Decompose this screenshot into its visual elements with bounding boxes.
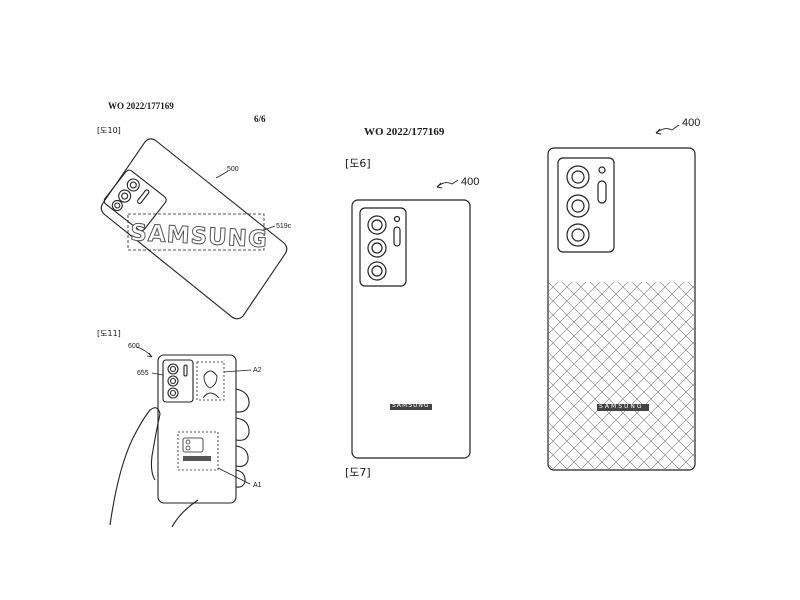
fig11-leader-655 (151, 372, 164, 376)
fig11-finger-2 (235, 417, 250, 441)
right-camera-module (557, 157, 615, 253)
fig6-camera-module (359, 207, 407, 287)
right-logo-text: SAMSUNG (599, 403, 644, 410)
fig11-phone-body (157, 354, 237, 504)
fig11-ref-a1: A1 (253, 482, 262, 489)
fig6-phone-body (351, 199, 471, 459)
fig11-ref-600: 600 (128, 343, 140, 350)
right-phone-drawing (547, 124, 696, 471)
fig11-leader-a1 (217, 467, 251, 485)
fig10-ref-519c: 519c (276, 223, 292, 230)
fig11-wrist (171, 499, 199, 528)
right-lattice-pattern (549, 282, 694, 469)
left-sheet-number: 6/6 (254, 114, 266, 124)
fig10-label: [도10] (97, 126, 121, 135)
fig11-mini-camera (182, 437, 204, 453)
left-publication-number: WO 2022/177169 (108, 101, 174, 111)
fig7-label: [도7] (345, 466, 371, 479)
fig11-mini-logo (183, 456, 211, 461)
fig11-camera-module (162, 359, 194, 403)
right-phone-body (547, 147, 696, 471)
fig10-leader-519c (263, 225, 276, 231)
fig11-label: [도11] (97, 329, 121, 338)
fig11-portrait-sketch (202, 370, 220, 399)
center-publication-number: WO 2022/177169 (364, 126, 445, 138)
fig11-leader-600 (136, 346, 153, 358)
fig11-finger-1 (235, 388, 250, 413)
fig11-finger-4 (235, 469, 246, 488)
fig10-leader-500 (215, 170, 229, 179)
fig6-logo-mark (390, 404, 432, 410)
fig11-drawing (109, 346, 252, 528)
fig11-ref-655: 655 (137, 370, 149, 377)
fig6-logo-text: SAMSUNG (392, 402, 430, 409)
fig10-phone-body (100, 138, 288, 320)
fig6-drawing (351, 179, 471, 459)
fig10-phone-drawing (100, 138, 288, 320)
fig6-ref-400: 400 (461, 176, 480, 188)
fig11-display-a1 (177, 431, 219, 471)
fig6-label: [도6] (345, 157, 371, 170)
fig10-logo-region (127, 213, 265, 251)
fig10-ref-500: 500 (227, 166, 239, 173)
right-logo-mark (597, 404, 649, 411)
fig11-ref-a2: A2 (253, 367, 262, 374)
fig11-display-a2 (196, 361, 225, 401)
fig11-leader-a2 (223, 369, 252, 373)
fig10-camera-module (103, 169, 167, 232)
fig11-finger-3 (235, 445, 249, 467)
right-ref-400: 400 (682, 117, 701, 129)
fig11-thumb (109, 407, 161, 526)
